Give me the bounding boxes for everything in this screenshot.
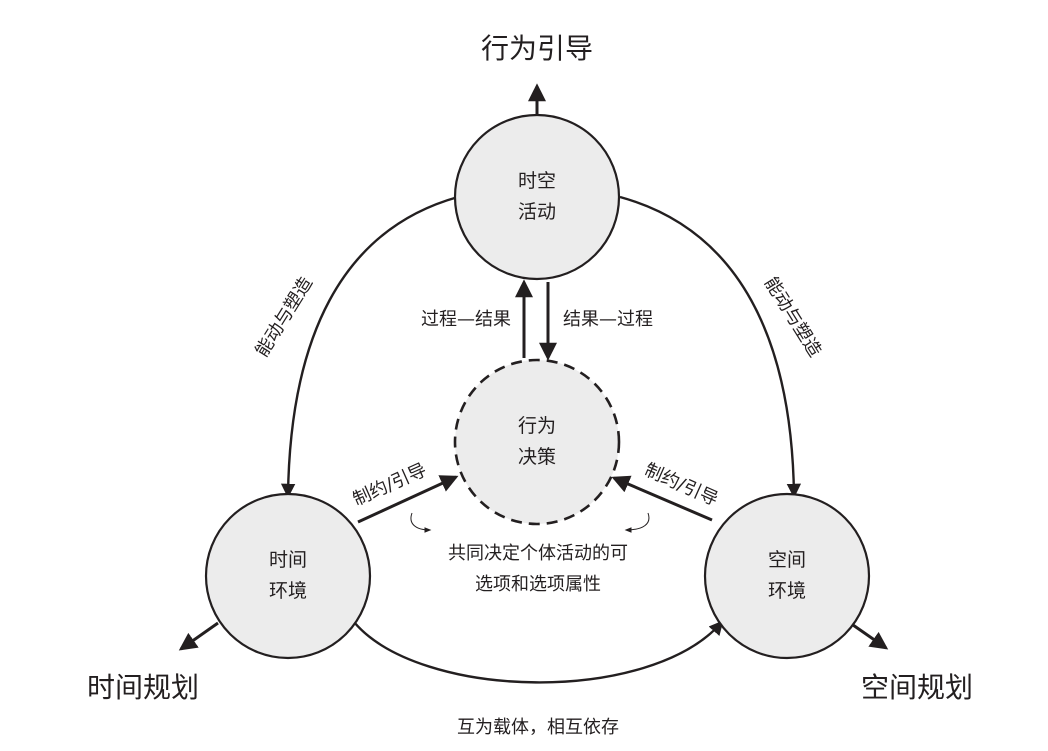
right-arc-label: 能动与塑造	[760, 273, 826, 360]
space-env-label-1: 空间	[768, 549, 806, 571]
left-output-arrow	[178, 621, 219, 651]
center-note-line-2: 选项和选项属性	[475, 574, 601, 595]
activity-node	[453, 113, 621, 281]
activity-label-1: 时空	[518, 170, 556, 192]
activity-label-2: 活动	[518, 201, 556, 223]
right-hint-arrow	[624, 512, 650, 533]
bottom-arc-arrow	[340, 608, 724, 684]
decision-label-2: 决策	[518, 446, 556, 468]
time-env-label-2: 环境	[269, 580, 307, 602]
left-arc-label: 能动与塑造	[252, 273, 318, 360]
space-env-label-2: 环境	[768, 580, 806, 602]
right-output-arrow	[852, 623, 889, 650]
down-arrow-label: 结果—过程	[563, 309, 653, 330]
decision-label-1: 行为	[518, 415, 556, 437]
bottom-arc-label: 互为载体，相互依存	[457, 717, 619, 738]
center-note-line-1: 共同决定个体活动的可	[448, 543, 628, 564]
left-hint-arrow	[410, 512, 432, 533]
decision-node	[453, 358, 621, 526]
time-env-node	[204, 492, 372, 660]
right-constraint-label: 制约/引导	[641, 460, 721, 511]
space-env-node	[703, 492, 871, 660]
time-env-label-1: 时间	[269, 549, 307, 571]
left-constraint-arrow	[357, 475, 459, 524]
space-planning-title: 空间规划	[861, 671, 973, 704]
time-planning-title: 时间规划	[87, 671, 199, 704]
up-arrow-label: 过程—结果	[421, 309, 511, 330]
right-arc-arrow	[619, 195, 802, 499]
left-arc-arrow	[280, 195, 459, 499]
right-constraint-arrow	[611, 475, 713, 522]
behavior-guidance-title: 行为引导	[481, 32, 593, 65]
left-constraint-label: 制约/引导	[350, 460, 430, 511]
